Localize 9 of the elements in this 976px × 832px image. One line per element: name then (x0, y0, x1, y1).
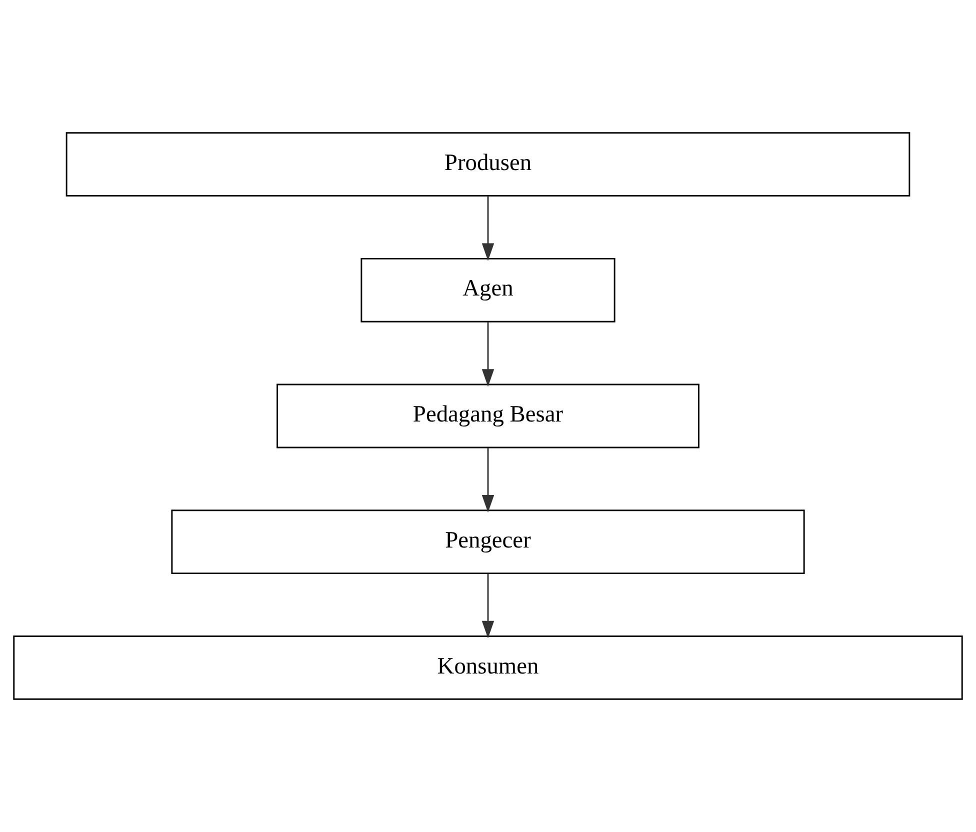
node-box: Produsen (66, 132, 910, 196)
arrow (482, 196, 494, 261)
node-box: Pengecer (171, 510, 805, 574)
arrow (482, 574, 494, 638)
arrow (482, 448, 494, 513)
node-box: Konsumen (13, 636, 963, 700)
arrow (482, 322, 494, 387)
node-box: Pedagang Besar (276, 384, 700, 448)
node-box: Agen (360, 258, 616, 322)
